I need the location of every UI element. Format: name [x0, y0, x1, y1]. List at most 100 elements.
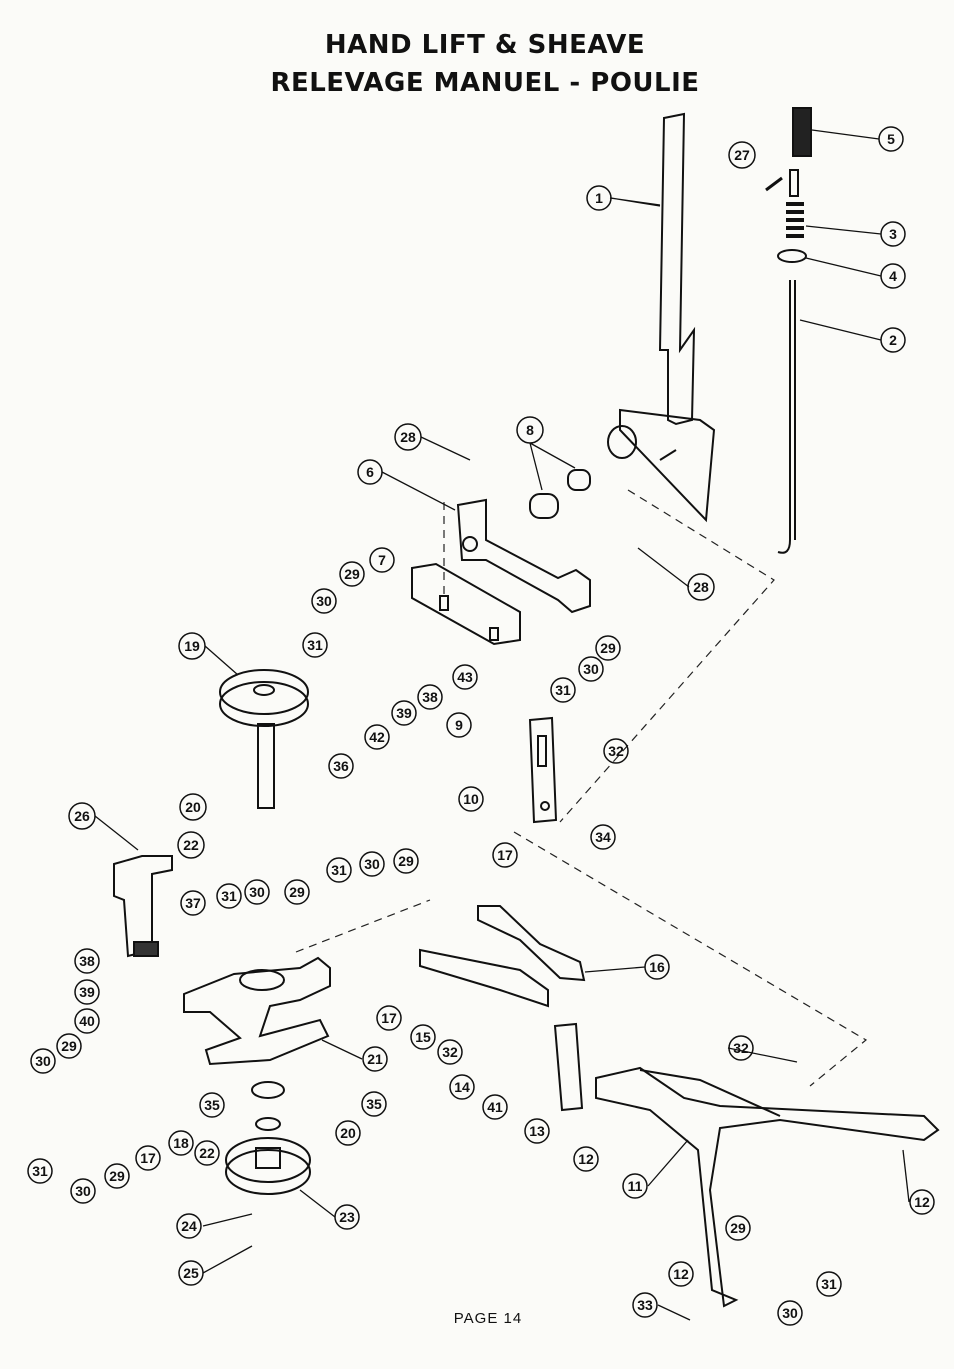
svg-text:16: 16: [649, 959, 665, 975]
callout-15: 15: [410, 1024, 436, 1050]
callout-28-b: 28: [687, 573, 715, 601]
callout-18: 18: [168, 1130, 194, 1156]
callout-31-c: 31: [326, 857, 352, 883]
callout-20-a: 20: [179, 793, 207, 821]
svg-text:34: 34: [595, 829, 611, 845]
callout-31-a: 31: [302, 632, 328, 658]
svg-text:26: 26: [74, 808, 90, 824]
callout-3: 3: [880, 221, 906, 247]
svg-text:30: 30: [316, 593, 332, 609]
svg-text:20: 20: [185, 799, 201, 815]
svg-text:17: 17: [140, 1150, 156, 1166]
svg-text:33: 33: [637, 1297, 653, 1313]
callout-17-c: 17: [135, 1145, 161, 1171]
svg-text:35: 35: [204, 1097, 220, 1113]
svg-text:21: 21: [367, 1051, 383, 1067]
svg-text:1: 1: [595, 190, 603, 206]
callout-39-a: 39: [391, 700, 417, 726]
upper-pulley-part: [219, 669, 309, 809]
svg-text:6: 6: [366, 464, 374, 480]
callout-23: 23: [334, 1204, 360, 1230]
callout-31-b: 31: [550, 677, 576, 703]
svg-text:38: 38: [422, 689, 438, 705]
svg-text:39: 39: [79, 984, 95, 1000]
svg-text:31: 31: [221, 888, 237, 904]
svg-text:13: 13: [529, 1123, 545, 1139]
callout-27: 27: [728, 141, 756, 169]
svg-text:27: 27: [734, 147, 750, 163]
callout-32-a: 32: [603, 738, 629, 764]
svg-text:32: 32: [608, 743, 624, 759]
svg-text:30: 30: [364, 856, 380, 872]
svg-text:31: 31: [331, 862, 347, 878]
svg-text:22: 22: [183, 837, 199, 853]
svg-text:8: 8: [526, 422, 534, 438]
callout-39-b: 39: [74, 979, 100, 1005]
callout-25: 25: [178, 1260, 204, 1286]
svg-text:12: 12: [914, 1194, 930, 1210]
title-english: HAND LIFT & SHEAVE: [324, 30, 646, 60]
callout-30-a: 30: [311, 588, 337, 614]
svg-text:38: 38: [79, 953, 95, 969]
callout-35-a: 35: [199, 1092, 225, 1118]
svg-text:2: 2: [889, 332, 897, 348]
callout-42: 42: [364, 724, 390, 750]
callout-21: 21: [362, 1046, 388, 1072]
svg-text:11: 11: [628, 1178, 643, 1194]
callout-9: 9: [446, 712, 472, 738]
callout-17-b: 17: [376, 1005, 402, 1031]
svg-text:31: 31: [307, 637, 323, 653]
callout-14: 14: [449, 1074, 475, 1100]
svg-text:17: 17: [497, 847, 513, 863]
svg-text:29: 29: [289, 884, 305, 900]
svg-text:18: 18: [173, 1135, 189, 1151]
svg-text:39: 39: [396, 705, 412, 721]
svg-text:5: 5: [887, 131, 895, 147]
callout-19: 19: [178, 632, 206, 660]
callout-32-c: 32: [728, 1035, 754, 1061]
plate-part: [411, 562, 521, 646]
callout-31-d: 31: [216, 883, 242, 909]
callout-10: 10: [458, 786, 484, 812]
callout-32-b: 32: [437, 1039, 463, 1065]
svg-text:17: 17: [381, 1010, 397, 1026]
callout-8: 8: [516, 416, 544, 444]
svg-text:43: 43: [457, 669, 473, 685]
svg-text:24: 24: [181, 1218, 197, 1234]
callout-40: 40: [74, 1008, 100, 1034]
svg-text:15: 15: [415, 1029, 431, 1045]
callout-7: 7: [369, 547, 395, 573]
callout-12-a: 12: [909, 1189, 935, 1215]
svg-text:42: 42: [369, 729, 385, 745]
link-bars-part: [419, 905, 586, 1112]
callout-30-c: 30: [359, 851, 385, 877]
svg-text:19: 19: [184, 638, 200, 654]
svg-text:4: 4: [889, 268, 897, 284]
svg-text:35: 35: [366, 1096, 382, 1112]
svg-text:3: 3: [889, 226, 897, 242]
callout-34: 34: [590, 824, 616, 850]
callout-29-b: 29: [595, 635, 621, 661]
callout-28-top: 28: [394, 423, 422, 451]
callout-group: 1 2 3 4 5 27 8 28 6 7 29 30 31 28 29 30 …: [27, 126, 935, 1326]
callout-29-c: 29: [393, 848, 419, 874]
callout-26: 26: [68, 802, 96, 830]
svg-text:10: 10: [463, 791, 479, 807]
svg-text:23: 23: [339, 1209, 355, 1225]
svg-text:7: 7: [378, 552, 386, 568]
svg-text:29: 29: [600, 640, 616, 656]
svg-text:30: 30: [782, 1305, 798, 1321]
callout-29-a: 29: [339, 561, 365, 587]
title-french: RELEVAGE MANUEL - POULIE: [270, 68, 700, 98]
lift-arm-part: [595, 1066, 940, 1308]
callout-22-a: 22: [177, 831, 205, 859]
svg-text:22: 22: [199, 1145, 215, 1161]
callout-20-b: 20: [335, 1120, 361, 1146]
callout-38-b: 38: [74, 948, 100, 974]
callout-16: 16: [644, 954, 670, 980]
callout-29-d: 29: [284, 879, 310, 905]
knob-spring-assembly: [765, 107, 812, 554]
callout-30-b: 30: [578, 656, 604, 682]
svg-text:30: 30: [249, 884, 265, 900]
